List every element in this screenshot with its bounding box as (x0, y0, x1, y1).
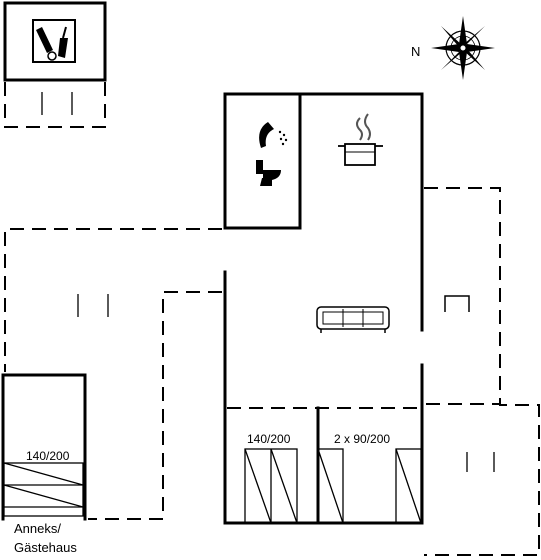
main-house (223, 92, 424, 525)
bed-label-bedroom-2: 2 x 90/200 (334, 432, 391, 446)
annex-name-line-1: Anneks/ (14, 521, 61, 536)
tools-icon (32, 19, 76, 63)
garden-chair-icon (444, 295, 470, 312)
compass-rose-icon (431, 16, 495, 80)
annex-name-line-2: Gästehaus (14, 540, 77, 555)
annex (1, 373, 87, 521)
terraces (4, 187, 540, 556)
sofa-icon (316, 306, 390, 333)
bed-label-annex: 140/200 (26, 449, 70, 463)
toilet-icon (256, 160, 281, 186)
cooking-pot-icon (338, 113, 383, 166)
shed (3, 1, 107, 128)
bed-single-1 (317, 448, 344, 524)
bed-double (244, 448, 298, 524)
bed-label-bedroom-1: 140/200 (247, 432, 291, 446)
compass-north-label: N (411, 44, 421, 59)
bed-single-2 (395, 448, 422, 524)
shower-icon (259, 122, 288, 148)
